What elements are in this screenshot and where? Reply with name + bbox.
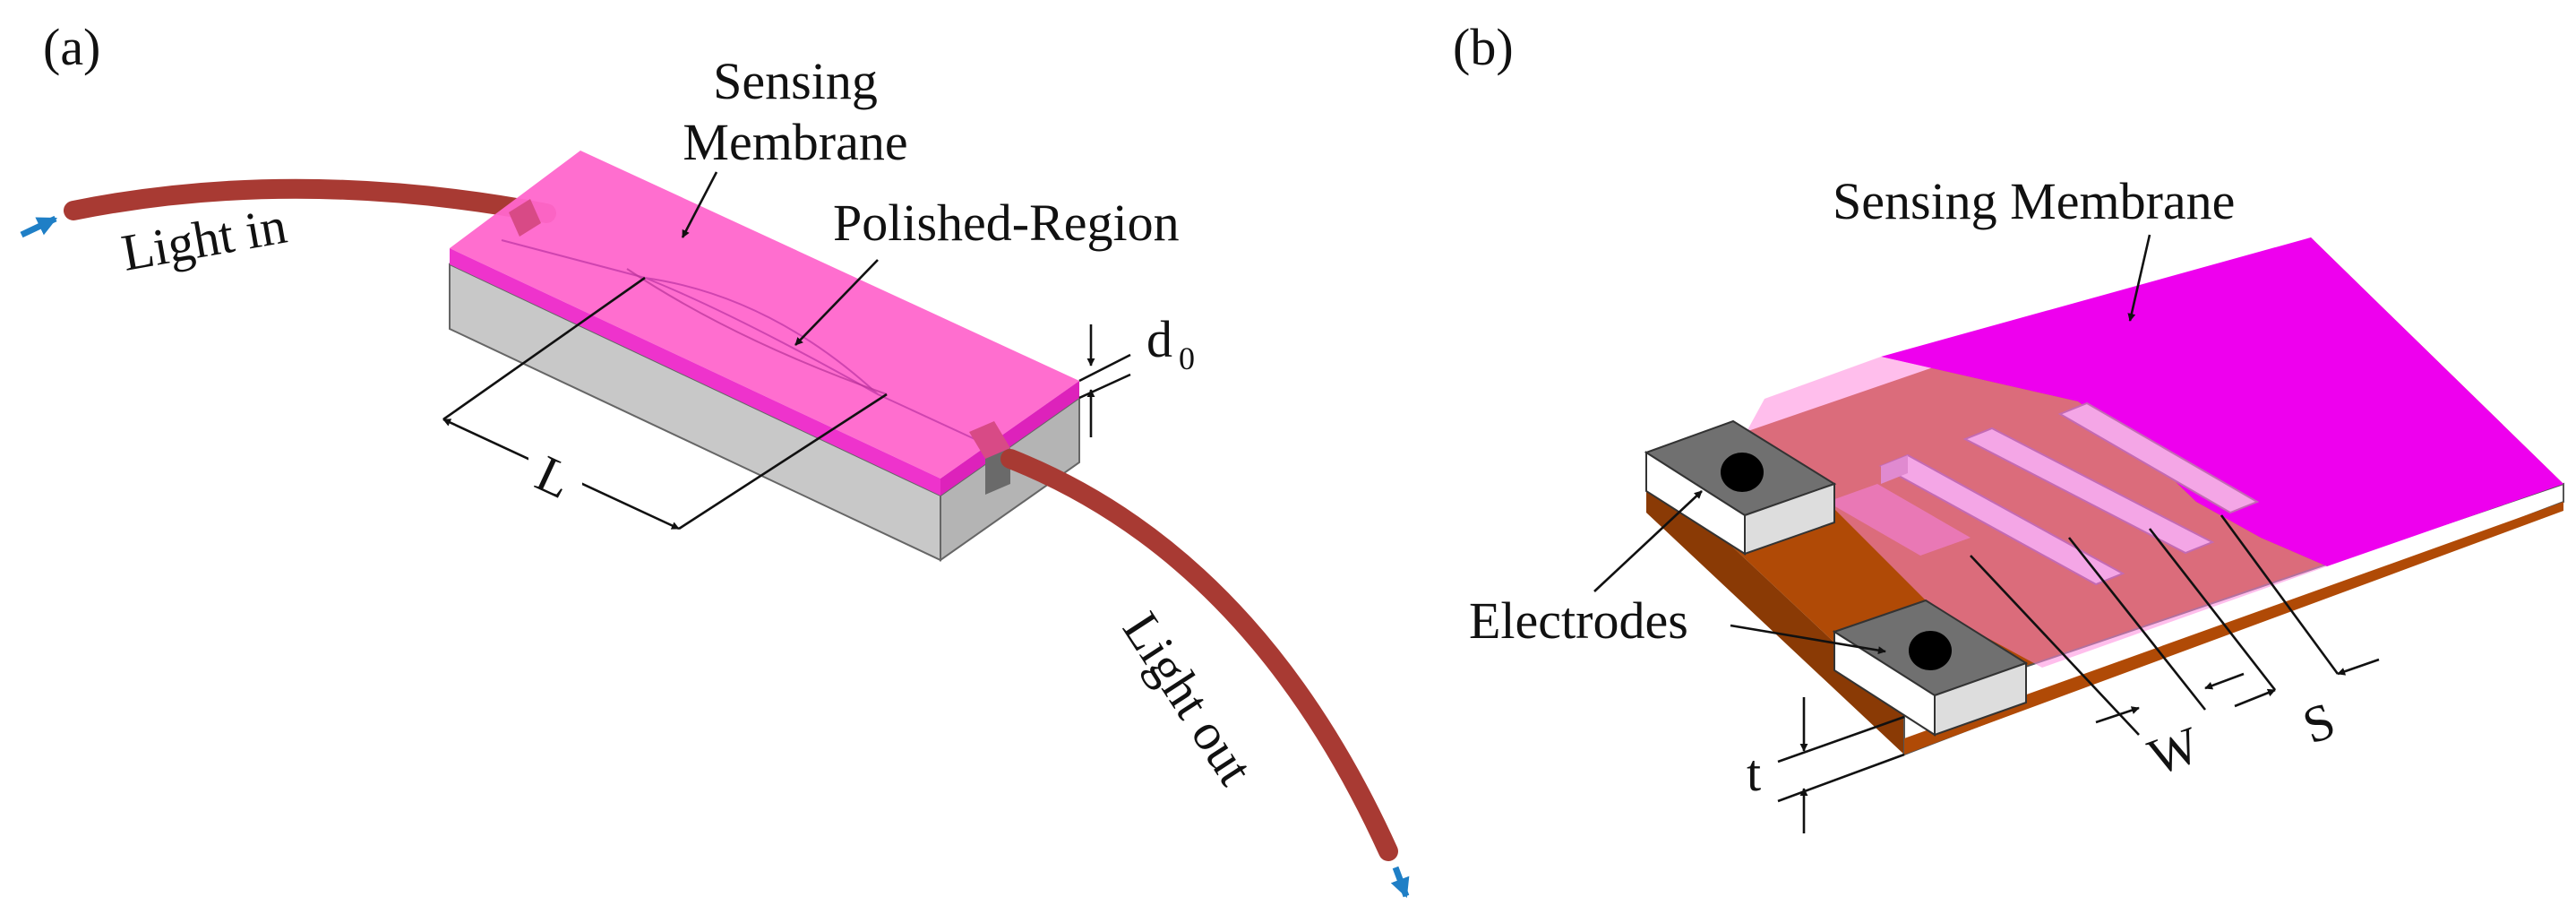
polished-region-outline (501, 239, 995, 449)
electrodes-label: Electrodes (1469, 591, 1688, 650)
membrane-leader (681, 171, 718, 238)
light-in-arrow-icon (20, 215, 57, 238)
fiber-in (64, 178, 556, 223)
electrode-pad-bottom (1832, 599, 2029, 737)
gap-subscript: 0 (1179, 341, 1195, 376)
electrode-pad-top (1644, 419, 1837, 556)
thickness-symbol: t (1747, 744, 1761, 802)
thickness-dimension: t (1747, 697, 1905, 833)
light-in-label: Light in (117, 196, 291, 282)
gap-symbol: d (1146, 310, 1172, 368)
membrane-leader-b (2127, 234, 2151, 322)
sensing-membrane-b (1881, 237, 2563, 566)
electrodes-leader-bottom (1730, 624, 1886, 655)
interdigitated-electrodes (1827, 401, 2260, 586)
polished-region-leader (794, 259, 879, 346)
membrane-translucent (1738, 357, 2327, 668)
electrodes-leader-top (1593, 490, 1703, 592)
sensing-membrane-label-b: Sensing Membrane (1833, 172, 2235, 230)
panel-a: (a) Sensing Membrane (20, 18, 1410, 899)
width-symbol: W (2141, 715, 2207, 787)
fiber-port-in (509, 199, 541, 237)
spacing-symbol: S (2296, 691, 2343, 755)
panel-a-label: (a) (43, 18, 100, 76)
fiber-out (1000, 449, 1398, 861)
sensing-membrane-a (450, 151, 1079, 496)
gap-dimension: d 0 (1078, 310, 1195, 437)
length-dimension: L (442, 276, 888, 531)
panel-b-label: (b) (1453, 18, 1514, 76)
fiber-port-out (969, 421, 1010, 459)
sensing-membrane-label-line2: Membrane (683, 113, 907, 171)
panel-b: (b) (1453, 18, 2564, 833)
sensing-membrane-label-line1: Sensing (713, 52, 878, 110)
light-out-arrow-icon (1390, 866, 1410, 899)
polished-region-label: Polished-Region (833, 194, 1180, 252)
